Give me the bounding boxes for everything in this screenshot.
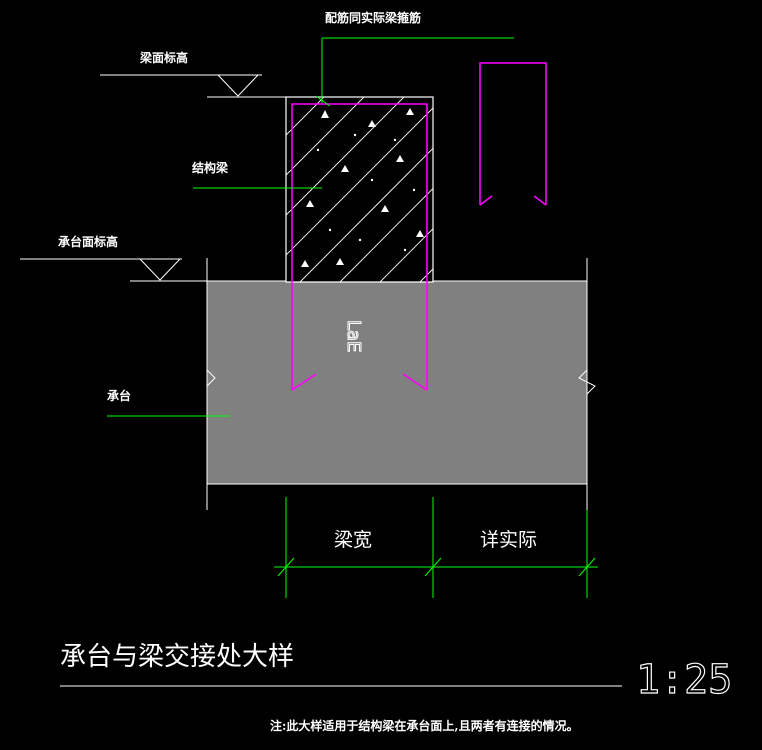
stirrup-hook-right [402,373,428,391]
rebar-note-label: 配筋同实际梁箍筋 [325,10,421,25]
cap-top-elevation-label: 承台面标高 [58,234,118,249]
structural-beam-label: 结构梁 [192,160,228,175]
stirrup-detail [479,62,547,205]
stirrup-hook-left [291,373,317,391]
dimension-group [274,497,598,598]
beam-top-elevation-label: 梁面标高 [139,50,188,65]
break-mark-left [206,369,216,387]
pile-cap-label: 承台 [107,388,131,403]
anchor-length-label: LaE [343,320,364,352]
pile-cap-block [206,280,588,485]
drawing-title: 承台与梁交接处大样 [60,642,294,672]
cap-elev-triangle [139,258,181,281]
see-actual-label: 详实际 [480,529,537,551]
structural-beam [285,96,434,283]
drawing-note: 注:此大样适用于结构梁在承台面上,且两者有连接的情况。 [270,718,579,733]
beam-elev-triangle [217,74,259,97]
stirrup-detail-hook-right [533,195,547,206]
beam-width-label: 梁宽 [334,529,372,551]
drawing-scale: 1:25 [636,657,732,703]
beam-stirrup [291,103,428,390]
break-mark-right [578,369,596,395]
rebar-note-leader-tick [315,95,331,107]
stirrup-detail-hook-left [479,195,493,206]
